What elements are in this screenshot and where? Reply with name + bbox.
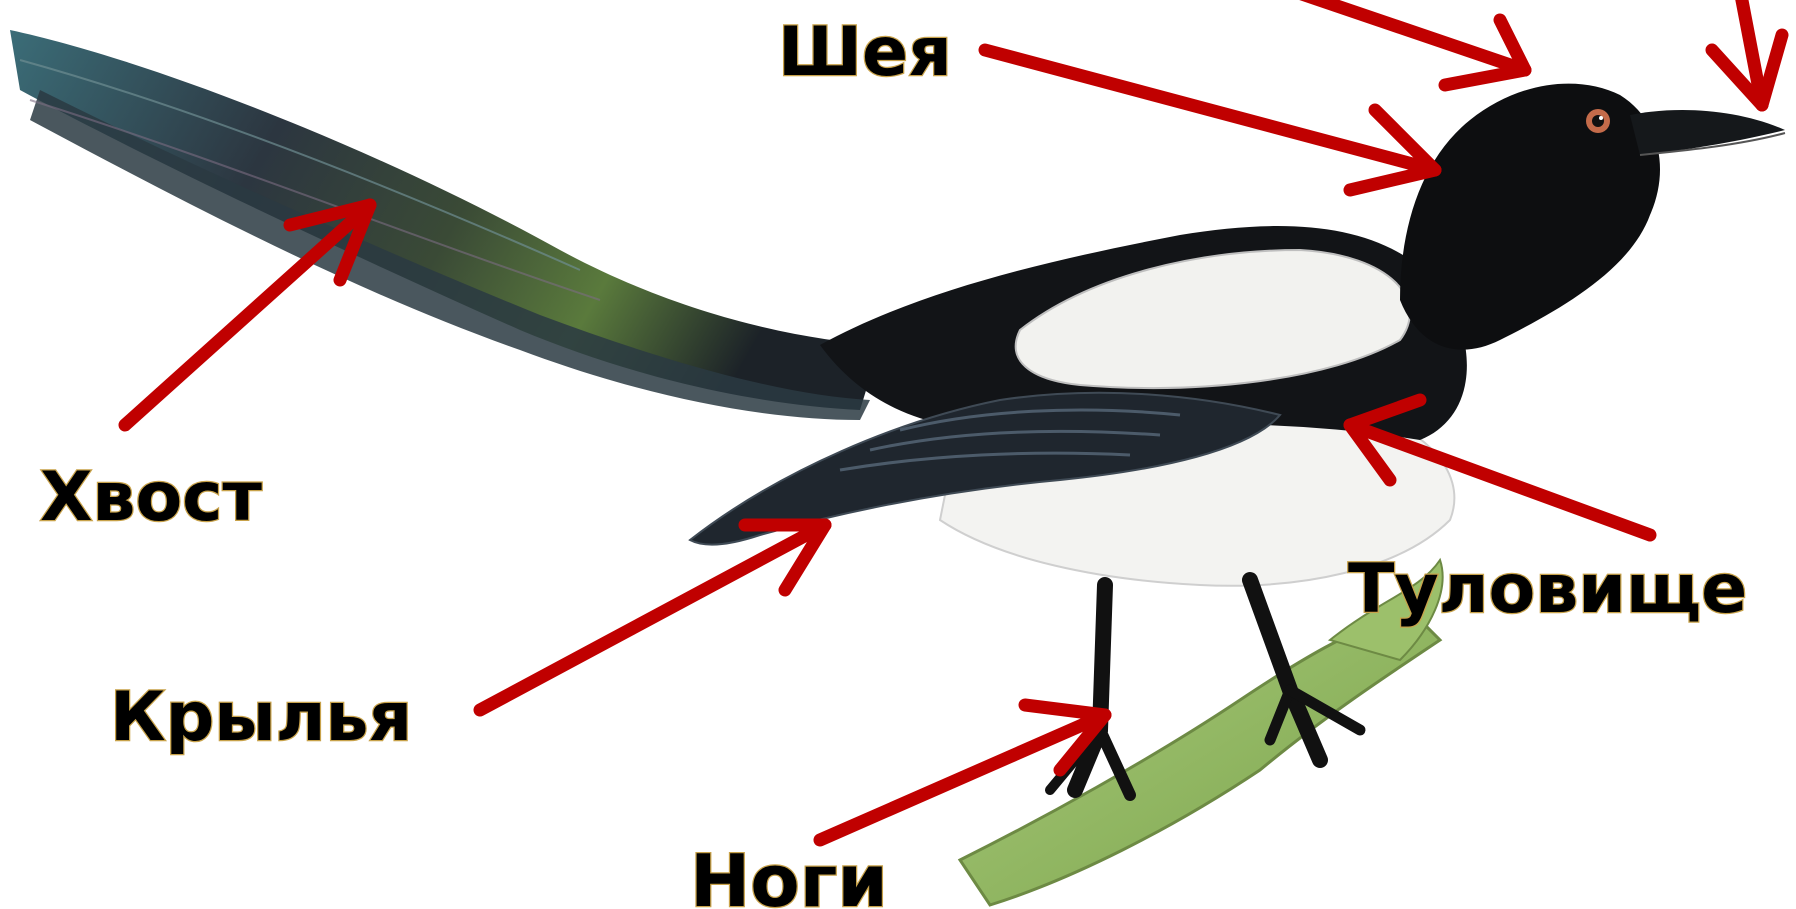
arrow-neck <box>985 50 1435 170</box>
label-wings: Крылья <box>110 678 412 757</box>
label-body: Туловище <box>1348 550 1747 629</box>
label-tail: Хвост <box>40 458 262 537</box>
arrow-wings <box>480 525 825 710</box>
tail <box>10 30 880 420</box>
arrow-tail <box>125 205 370 425</box>
magpie-body <box>690 84 1785 586</box>
label-legs: Ноги <box>690 839 888 909</box>
arrow-head <box>1290 0 1525 70</box>
label-neck: Шея <box>778 13 952 92</box>
